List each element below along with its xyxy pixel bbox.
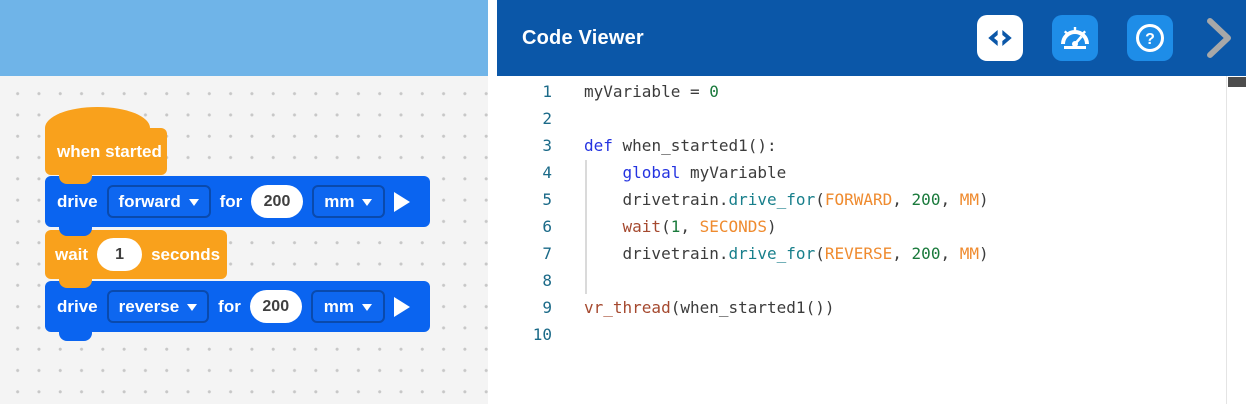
code-icon [985, 23, 1015, 53]
block-workspace: when started drive forward for 200 mm [0, 0, 488, 404]
block-wait[interactable]: wait 1 seconds [45, 230, 227, 288]
line-number: 10 [532, 325, 552, 344]
play-icon[interactable] [394, 191, 410, 212]
direction-dropdown[interactable]: reverse [106, 290, 210, 323]
line-number: 6 [542, 217, 552, 236]
code-line: 4 global myVariable [497, 159, 1246, 186]
wait-label: wait [55, 244, 89, 264]
dropdown-caret-icon [188, 199, 199, 206]
seconds-label: seconds [151, 244, 221, 264]
code-viewer-panel: Code Viewer [497, 0, 1246, 404]
line-number: 8 [542, 271, 552, 290]
block-when-started[interactable]: when started [45, 107, 167, 184]
code-line: 1 myVariable = 0 [497, 78, 1246, 105]
direction-value: reverse [118, 296, 180, 316]
direction-dropdown[interactable]: forward [106, 185, 211, 218]
line-number: 1 [542, 82, 552, 101]
help-button[interactable]: ? [1127, 15, 1173, 61]
collapse-panel-button[interactable] [1204, 14, 1234, 62]
block-drive-forward[interactable]: drive forward for 200 mm [45, 176, 430, 236]
code-text: drivetrain.drive_for(FORWARD, 200, MM) [584, 190, 989, 209]
drive-label: drive [57, 191, 98, 211]
panel-divider [488, 0, 497, 404]
code-text: vr_thread(when_started1()) [584, 298, 835, 317]
for-label: for [219, 191, 243, 211]
play-icon[interactable] [394, 296, 410, 317]
direction-value: forward [118, 191, 181, 211]
gauge-icon [1059, 22, 1091, 54]
code-text: drivetrain.drive_for(REVERSE, 200, MM) [584, 244, 989, 263]
duration-value: 1 [115, 245, 125, 263]
distance-input[interactable]: 200 [251, 185, 303, 218]
line-number: 3 [542, 136, 552, 155]
line-number: 5 [542, 190, 552, 209]
for-label: for [218, 296, 241, 316]
code-text: myVariable = 0 [584, 82, 719, 101]
toolbox-header-band [0, 0, 488, 76]
unit-dropdown[interactable]: mm [311, 185, 385, 218]
block-canvas[interactable]: when started drive forward for 200 mm [0, 76, 488, 404]
block-tab [59, 278, 92, 288]
distance-value: 200 [262, 297, 290, 315]
dropdown-caret-icon [361, 304, 372, 311]
code-line: 10 [497, 321, 1246, 348]
unit-dropdown[interactable]: mm [310, 290, 385, 323]
dropdown-caret-icon [362, 199, 373, 206]
distance-value: 200 [263, 192, 291, 210]
svg-text:?: ? [1145, 31, 1155, 48]
code-line: 6 wait(1, SECONDS) [497, 213, 1246, 240]
code-line: 8 [497, 267, 1246, 294]
dropdown-caret-icon [187, 304, 198, 311]
code-text: wait(1, SECONDS) [622, 217, 777, 236]
code-line: 2 [497, 105, 1246, 132]
block-tab [59, 331, 92, 341]
code-text: def when_started1(): [584, 136, 777, 155]
code-line: 5 drivetrain.drive_for(FORWARD, 200, MM) [497, 186, 1246, 213]
line-number: 9 [542, 298, 552, 317]
code-line: 3 def when_started1(): [497, 132, 1246, 159]
scrollbar[interactable] [1226, 76, 1246, 404]
line-number: 2 [542, 109, 552, 128]
line-number: 7 [542, 244, 552, 263]
when-started-label: when started [57, 141, 162, 161]
scrollbar-thumb[interactable] [1228, 77, 1246, 87]
dashboard-button[interactable] [1052, 15, 1098, 61]
unit-value: mm [323, 296, 354, 316]
chevron-right-icon [1204, 14, 1234, 62]
code-view-button[interactable] [977, 15, 1023, 61]
block-tab [59, 226, 92, 236]
indent-guide [585, 160, 587, 294]
code-area: 1 myVariable = 0 2 3 def when_started1(): 4 g… [497, 76, 1246, 404]
hat-dome [45, 107, 150, 128]
drive-label: drive [57, 296, 98, 316]
block-tab [59, 174, 92, 184]
unit-value: mm [324, 191, 355, 211]
code-text: global myVariable [622, 163, 787, 182]
panel-title: Code Viewer [522, 26, 644, 49]
question-icon: ? [1133, 21, 1167, 55]
code-viewer-header: Code Viewer [497, 0, 1246, 76]
block-drive-reverse[interactable]: drive reverse for 200 mm [45, 281, 430, 341]
code-line: 9 vr_thread(when_started1()) [497, 294, 1246, 321]
distance-input[interactable]: 200 [249, 290, 302, 323]
code-line: 7 drivetrain.drive_for(REVERSE, 200, MM) [497, 240, 1246, 267]
line-number: 4 [542, 163, 552, 182]
duration-input[interactable]: 1 [97, 238, 143, 271]
